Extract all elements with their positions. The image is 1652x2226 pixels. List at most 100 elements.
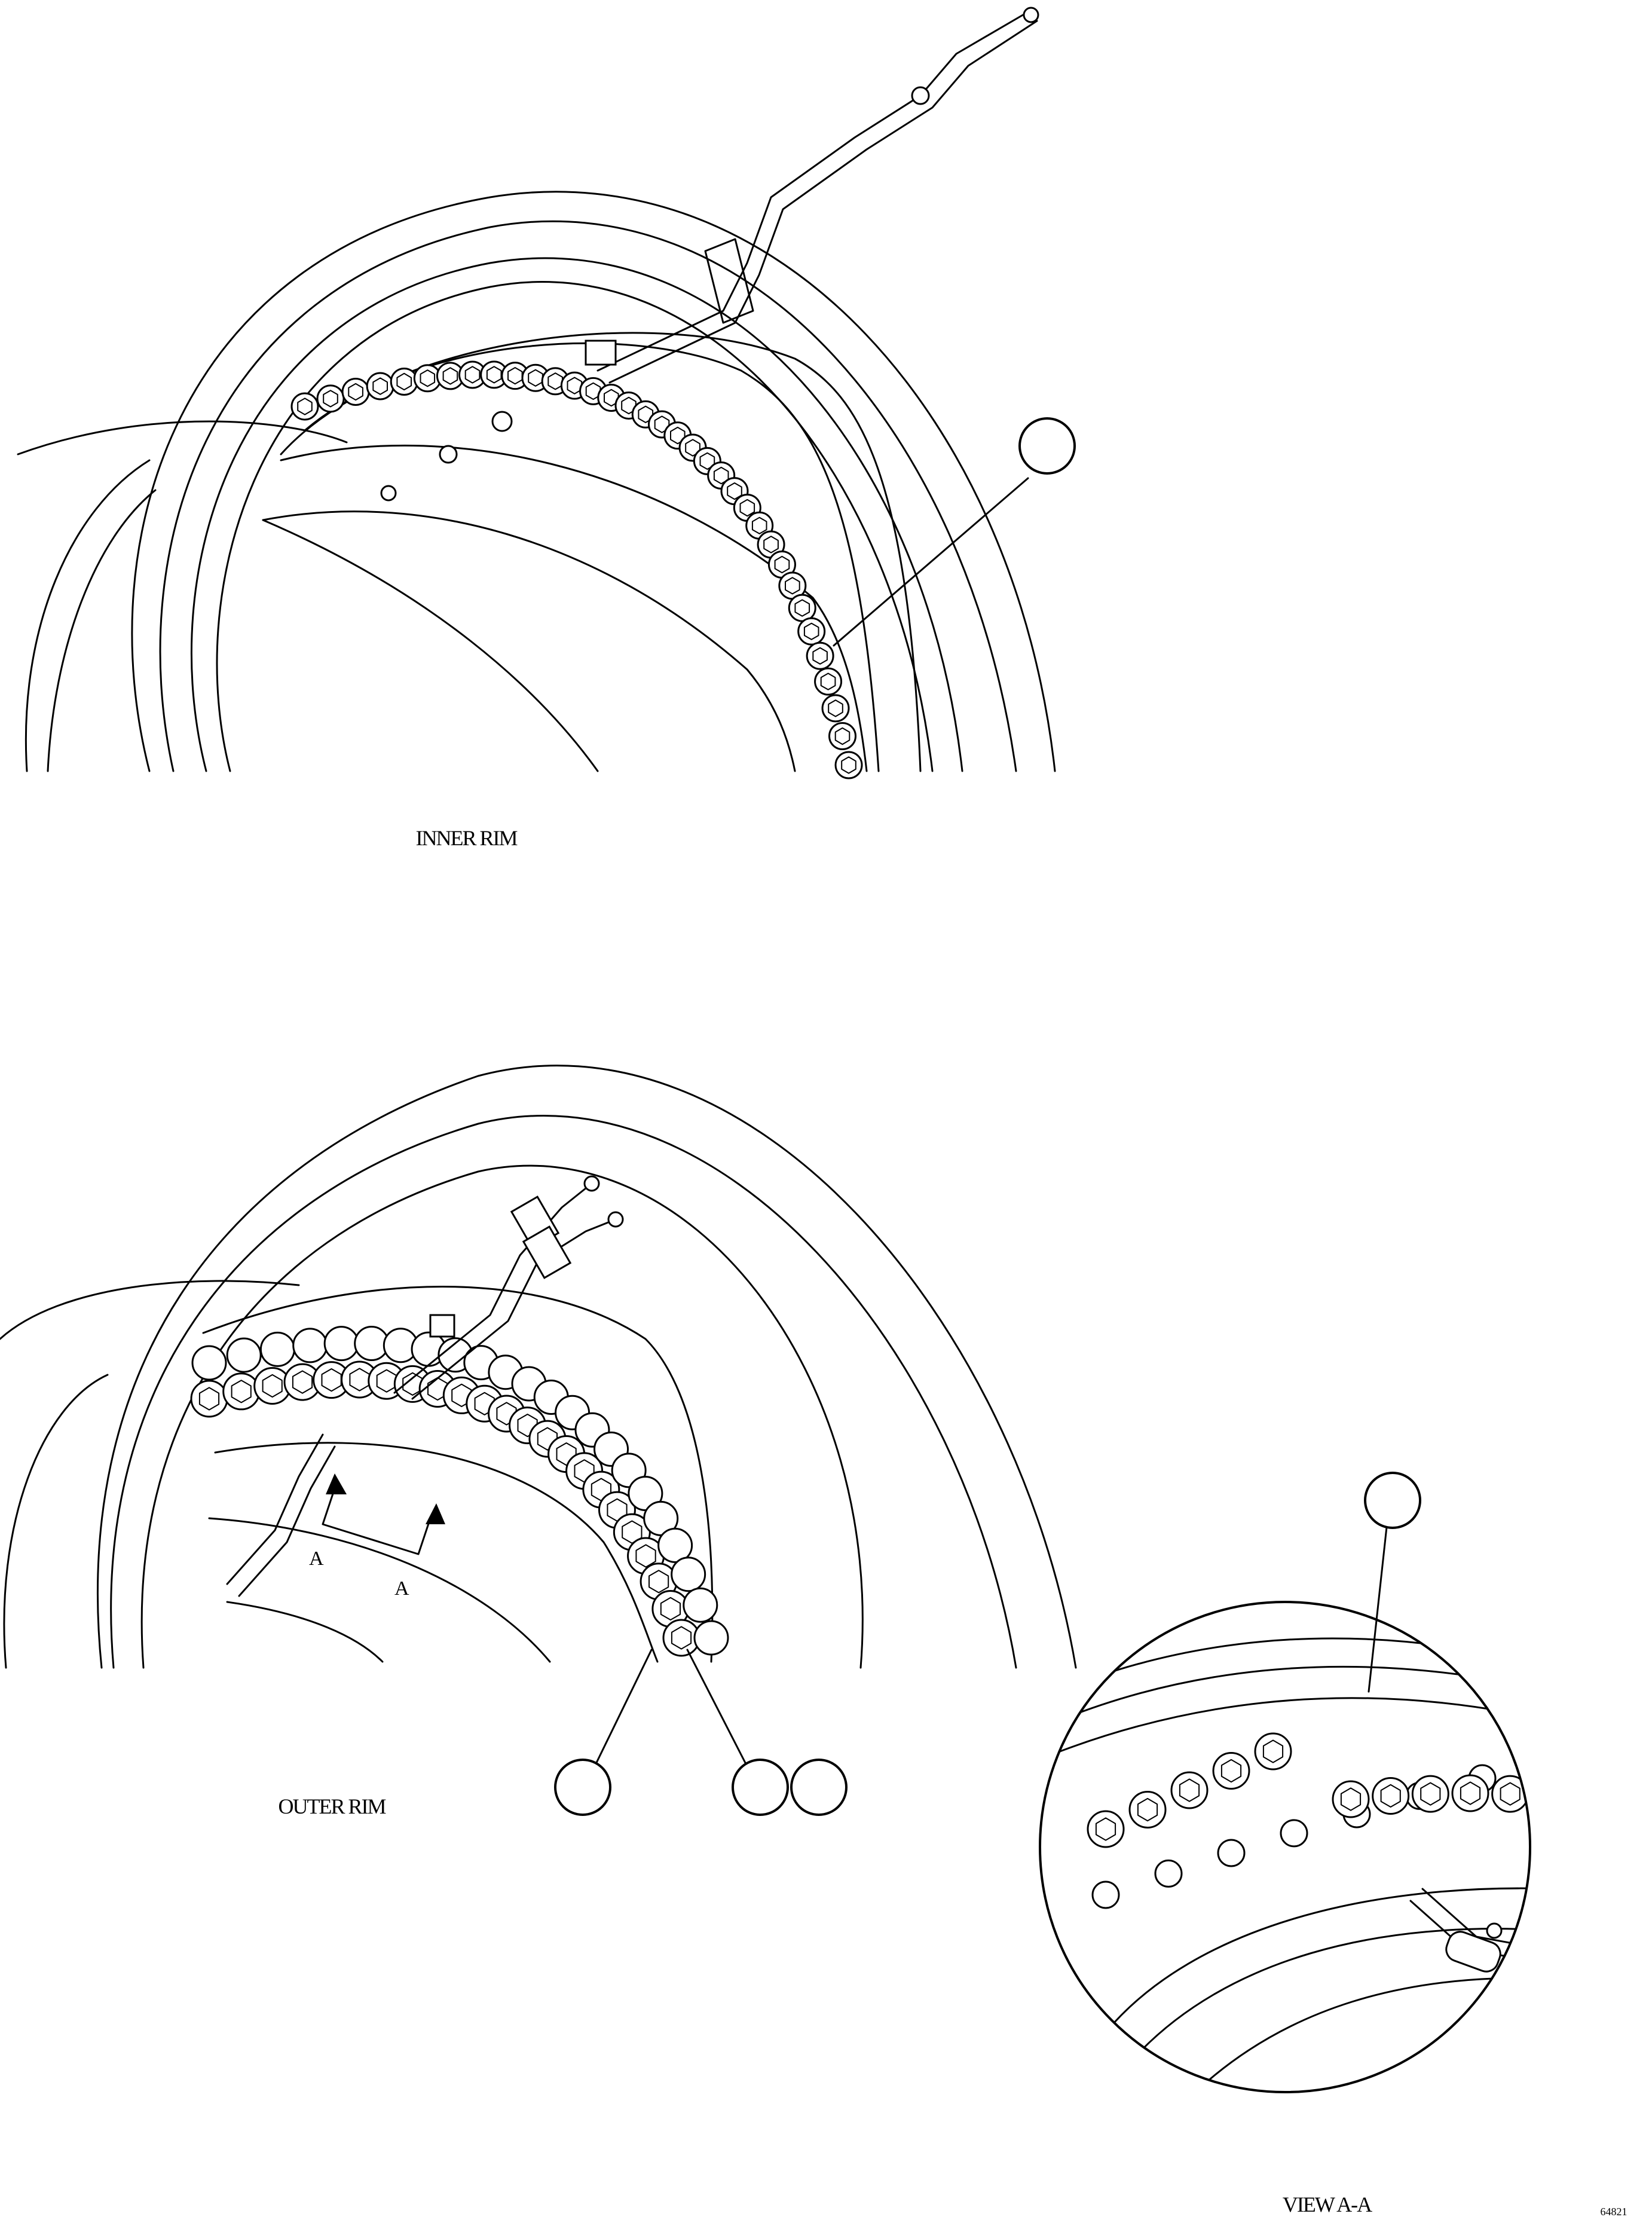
inner-valve-cap (1023, 7, 1039, 23)
inner-back-wheel-arc-2 (25, 459, 151, 772)
inner-lug-nut (834, 751, 863, 779)
inner-rim-view: INNER RIM (17, 7, 1076, 850)
inner-valve-bracket (704, 238, 754, 324)
outer-stud-hole (292, 1328, 328, 1363)
view-aa-detail: VIEW A-A 64821 (1039, 1472, 1627, 2218)
outer-valve-cap-1 (583, 1175, 600, 1192)
detail-stud-hole (1595, 1732, 1621, 1759)
inner-rim-flange-2 (262, 510, 796, 772)
section-marker-left: A (309, 1548, 324, 1570)
outer-stud-hole (259, 1331, 295, 1367)
outer-rim-ring-2 (214, 1442, 659, 1663)
detail-stud-hole (1217, 1839, 1246, 1867)
inner-rim-nut-small (439, 445, 458, 464)
outer-stud-hole (323, 1326, 359, 1362)
outer-rim-flange-2 (226, 1601, 384, 1663)
detail-lug-nut (1372, 1776, 1410, 1815)
detail-lug-nut (1170, 1771, 1209, 1809)
outer-stud-hole (671, 1557, 706, 1592)
inner-valve-tube-2 (608, 20, 1038, 384)
inner-tire-arc-4 (216, 281, 934, 772)
inner-lug-nut (390, 367, 418, 396)
section-marker-right: A (394, 1577, 409, 1600)
inner-tire-arc-3 (190, 257, 963, 772)
inner-lug-nut (290, 392, 319, 421)
inner-rim-nut-small-2 (380, 485, 397, 502)
inner-lug-nut (366, 372, 394, 400)
detail-valve-nut (1486, 1922, 1503, 1939)
outer-valve-bracket-2 (238, 1445, 336, 1597)
inner-rim-nut-callout (1018, 417, 1076, 475)
detail-lug-nut (1332, 1780, 1370, 1818)
outer-rim-stud-callout-a (732, 1759, 789, 1816)
detail-rim-edge-3 (1040, 1697, 1530, 1771)
outer-tire-arc-1 (97, 1065, 1077, 1669)
inner-back-wheel-arc-3 (47, 489, 157, 772)
inner-rim-flange (280, 444, 868, 772)
inner-rim-ring-2 (304, 342, 880, 772)
detail-stud-hole (1280, 1819, 1308, 1848)
detail-rim-lower-2 (1134, 1928, 1530, 2057)
detail-valve-tube-2 (1421, 1888, 1530, 1986)
detail-lug-nut (1451, 1774, 1489, 1812)
detail-lug-nut (1128, 1791, 1167, 1829)
inner-rim-lug-nuts (290, 360, 863, 779)
outer-valve-fitting (429, 1314, 455, 1338)
view-aa-lug-nuts (1087, 1732, 1608, 1848)
outer-rim-lug-nuts (190, 1326, 729, 1657)
detail-lug-nut (1491, 1775, 1529, 1813)
section-arrow-left-icon (326, 1473, 347, 1494)
outer-stud-hole (191, 1345, 227, 1381)
outer-valve-bracket (226, 1433, 324, 1585)
inner-lug-nut (341, 378, 370, 406)
outer-lug-nut (190, 1380, 228, 1418)
outer-lug-nut (283, 1363, 322, 1401)
outer-rim-ring-1 (202, 1286, 714, 1663)
detail-lug-nut (1411, 1775, 1449, 1813)
outer-stud-hole (657, 1527, 693, 1563)
section-arrow-right-icon (426, 1503, 445, 1524)
outer-callout-leader-1 (594, 1649, 653, 1768)
outer-rim-label: OUTER RIM (279, 1794, 386, 1818)
outer-stud-hole (226, 1337, 262, 1373)
outer-rim-stud-callout-b (790, 1759, 848, 1816)
detail-rim-edge-1 (1040, 1637, 1530, 1711)
outer-tire-arc-2 (110, 1115, 1017, 1669)
outer-valve-sleeve-2 (522, 1225, 572, 1279)
view-aa-nut-callout (1364, 1472, 1421, 1529)
outer-rim-flange (208, 1517, 551, 1663)
inner-lug-nut (316, 384, 345, 413)
inner-lug-nut (806, 641, 834, 670)
figure-number: 64821 (1601, 2206, 1627, 2218)
inner-hub-arc (262, 519, 599, 772)
detail-lug-nut (1572, 1781, 1608, 1817)
outer-valve-tube-1 (393, 1182, 593, 1394)
detail-callout-leader (1368, 1526, 1388, 1693)
detail-lug-nut (1254, 1732, 1292, 1771)
detail-valve-sleeve (1445, 1931, 1501, 1973)
inner-lug-nut (458, 360, 487, 389)
detail-lug-nut (1087, 1810, 1125, 1848)
inner-valve-tube (596, 11, 1029, 372)
detail-lug-nut (1212, 1752, 1250, 1790)
inner-valve-clamp (911, 86, 930, 105)
inner-lug-nut (788, 594, 816, 622)
section-line-a-a (322, 1487, 432, 1555)
view-aa-stud-holes (1091, 1732, 1621, 1909)
outer-lug-nut (222, 1372, 261, 1411)
outer-callout-leader-2 (686, 1649, 748, 1768)
outer-rim-nut-callout (554, 1759, 611, 1816)
inner-rim-label: INNER RIM (416, 826, 518, 850)
outer-rim-view: A A OUTER RIM (0, 1065, 1077, 1818)
outer-back-wheel-arc-2 (3, 1374, 109, 1669)
outer-stud-hole (683, 1587, 718, 1623)
outer-valve-cap-2 (607, 1211, 624, 1228)
detail-stud-hole (1532, 1748, 1558, 1775)
inner-tire-arc-2 (159, 220, 1017, 772)
detail-stud-hole (1091, 1881, 1120, 1909)
detail-lug-nut (1532, 1778, 1568, 1814)
view-aa-boundary (1039, 1601, 1531, 2093)
outer-tire-arc-3 (140, 1164, 864, 1669)
inner-lug-nut (797, 617, 826, 646)
